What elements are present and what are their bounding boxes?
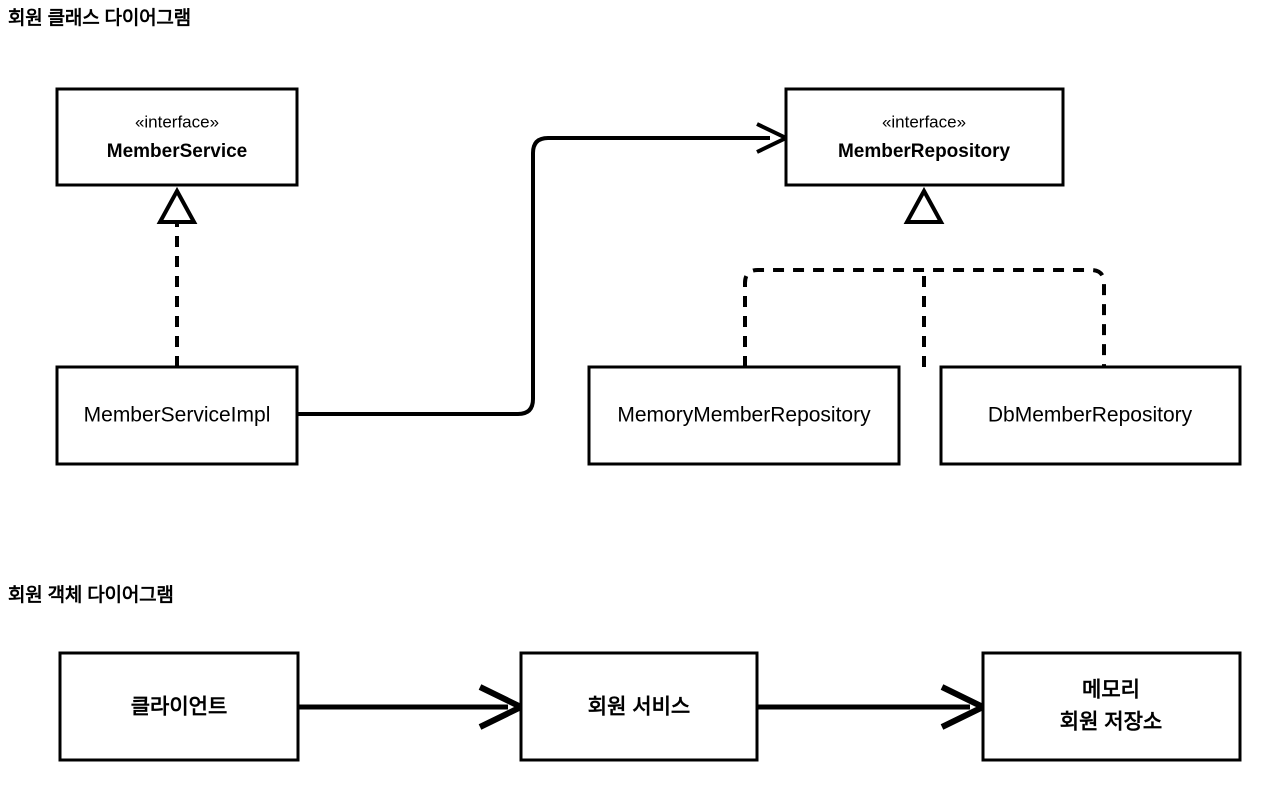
- object-node-memory-member-repository[interactable]: 메모리 회원 저장소: [981, 651, 1242, 762]
- class-name-label: DbMemberRepository: [988, 404, 1193, 427]
- class-node-member-service[interactable]: «interface» MemberService: [55, 87, 299, 187]
- object-label-line-1: 메모리: [1082, 679, 1140, 702]
- object-label: 클라이언트: [131, 696, 228, 719]
- node-box: [939, 365, 1242, 466]
- class-diagram-title: 회원 클래스 다이어그램: [8, 7, 191, 29]
- node-box: [587, 365, 901, 466]
- object-label: 회원 서비스: [588, 696, 690, 719]
- edge-impl-realizes-service: [156, 186, 198, 367]
- object-diagram-nodes: 클라이언트 회원 서비스 메모리 회원 저장소: [58, 651, 1242, 762]
- stereotype-label: «interface»: [135, 112, 219, 131]
- class-node-member-repository[interactable]: «interface» MemberRepository: [784, 87, 1065, 187]
- realization-fork-bus: [743, 268, 1106, 367]
- object-label-line-2: 회원 저장소: [1060, 711, 1162, 734]
- class-name-label: MemoryMemberRepository: [617, 404, 871, 427]
- stereotype-label: «interface»: [882, 112, 966, 131]
- class-name-label: MemberService: [107, 141, 247, 162]
- class-node-db-member-repository[interactable]: DbMemberRepository: [939, 365, 1242, 466]
- node-box: [55, 87, 299, 187]
- class-node-member-service-impl[interactable]: MemberServiceImpl: [55, 365, 299, 466]
- edge-service-to-repository: [757, 684, 990, 730]
- hollow-triangle-head: [156, 186, 198, 224]
- edge-client-to-service: [298, 684, 528, 730]
- edge-repository-realizations: [743, 186, 1106, 367]
- hollow-triangle-head: [903, 186, 945, 224]
- class-diagram-edges: [156, 122, 1106, 416]
- object-node-member-service[interactable]: 회원 서비스: [519, 651, 759, 762]
- object-node-client[interactable]: 클라이언트: [58, 651, 300, 762]
- node-box: [519, 651, 759, 762]
- class-node-memory-member-repository[interactable]: MemoryMemberRepository: [587, 365, 901, 466]
- object-diagram-title: 회원 객체 다이어그램: [8, 584, 174, 606]
- node-box: [55, 365, 299, 466]
- node-box: [58, 651, 300, 762]
- class-diagram-nodes: «interface» MemberService «interface» Me…: [55, 87, 1242, 466]
- node-box: [784, 87, 1065, 187]
- class-name-label: MemberServiceImpl: [84, 404, 271, 427]
- class-name-label: MemberRepository: [838, 141, 1011, 162]
- node-box: [981, 651, 1242, 762]
- association-line: [297, 136, 770, 416]
